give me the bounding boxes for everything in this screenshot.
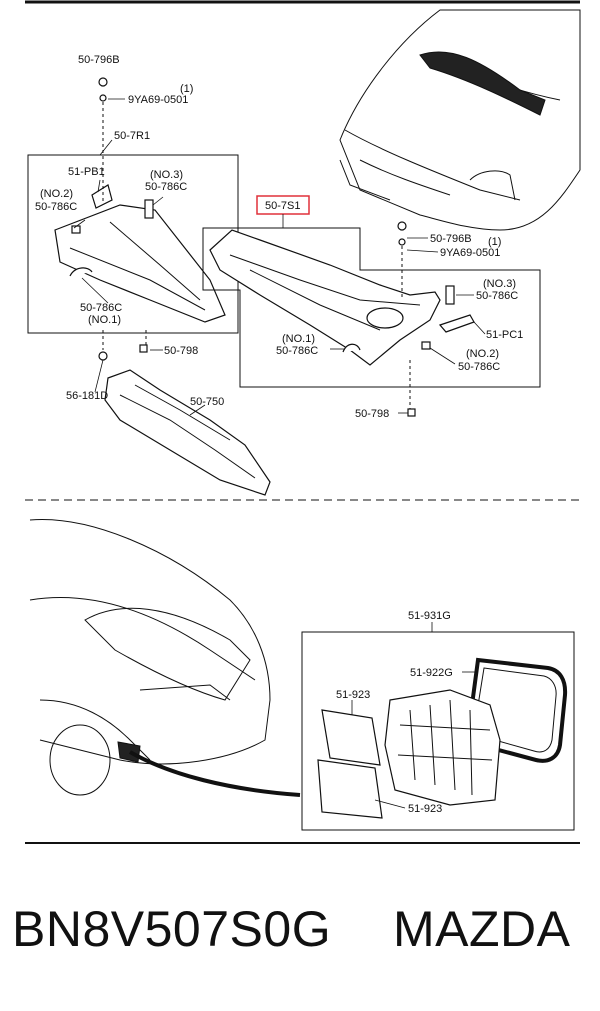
label-51-pc1: 51-PC1: [486, 329, 523, 341]
clip-no1-left: [69, 267, 93, 277]
label-pointers: [73, 98, 486, 416]
label-no3-left: (NO.3): [150, 169, 183, 181]
clip-56-181d: [98, 351, 108, 361]
label-no2-left: (NO.2): [40, 188, 73, 200]
nut-50-798-bottom: [407, 408, 416, 417]
cowl-grille-assembly: [209, 229, 441, 366]
label-51-923-bottom: 51-923: [408, 803, 442, 815]
label-9ya69-top: 9YA69-0501: [128, 94, 188, 106]
bracket-51-pb1: [91, 184, 113, 209]
label-51-pb1: 51-PB1: [68, 166, 105, 178]
label-50-7r1: 50-7R1: [114, 130, 150, 142]
nut-50-798-mid: [139, 344, 148, 353]
arrow-to-detail: [129, 750, 301, 797]
leader-lines: [102, 102, 411, 409]
label-56-181d: 56-181D: [66, 390, 108, 402]
clip-no1-right: [342, 343, 361, 353]
label-51-922g: 51-922G: [410, 667, 453, 679]
label-9ya69-right-qty: (1): [488, 236, 501, 248]
label-50-786c-no1-left: 50-786C: [80, 302, 122, 314]
caption-brand: MAZDA: [393, 901, 571, 957]
label-50-786c-no2-left: 50-786C: [35, 201, 77, 213]
clip-no3-left: [144, 199, 154, 219]
label-50-786c-no3-right: 50-786C: [476, 290, 518, 302]
label-no1-right: (NO.1): [282, 333, 315, 345]
label-no2-right: (NO.2): [466, 348, 499, 360]
label-9ya69-top-qty: (1): [180, 83, 193, 95]
car-front-illustration: [339, 9, 581, 231]
detail-pointers: [351, 622, 478, 809]
label-50-750: 50-750: [190, 396, 224, 408]
label-no1-left: (NO.1): [88, 314, 121, 326]
clip-50-796b-top: [98, 77, 108, 87]
clip-no2-left: [71, 225, 81, 234]
car-rear-illustration: [29, 519, 271, 796]
clip-no2-right: [421, 341, 431, 350]
service-hole-cover-frame: [384, 689, 501, 806]
caption-part-number: BN8V507S0G: [12, 901, 332, 957]
label-50-796b-top: 50-796B: [78, 54, 120, 66]
label-50-786c-no2-right: 50-786C: [458, 361, 500, 373]
label-9ya69-right: 9YA69-0501: [440, 247, 500, 259]
group-box-51-931g: [301, 631, 575, 831]
screw-9ya69-top: [99, 94, 107, 102]
cowl-panel-on-car: [419, 51, 546, 116]
group-box-50-7s1: [202, 227, 541, 388]
pad-51-923-top: [321, 709, 381, 766]
label-51-923-top: 51-923: [336, 689, 370, 701]
access-hole-marker: [117, 741, 141, 763]
screw-9ya69-right: [398, 238, 406, 246]
cowl-panel-50-750: [104, 369, 271, 496]
label-51-931g: 51-931G: [408, 610, 451, 622]
clip-50-796b-right: [397, 221, 407, 231]
label-50-786c-no3-left: 50-786C: [145, 181, 187, 193]
label-no3-right: (NO.3): [483, 278, 516, 290]
clip-no3-right: [445, 285, 455, 305]
pad-51-923-bottom: [317, 759, 383, 819]
label-50-796b-right: 50-796B: [430, 233, 472, 245]
label-50-786c-no1-right: 50-786C: [276, 345, 318, 357]
label-50-798-mid: 50-798: [164, 345, 198, 357]
label-50-798-bottom: 50-798: [355, 408, 389, 420]
label-50-7s1: 50-7S1: [265, 200, 300, 212]
bracket-51-pc1: [438, 314, 475, 333]
